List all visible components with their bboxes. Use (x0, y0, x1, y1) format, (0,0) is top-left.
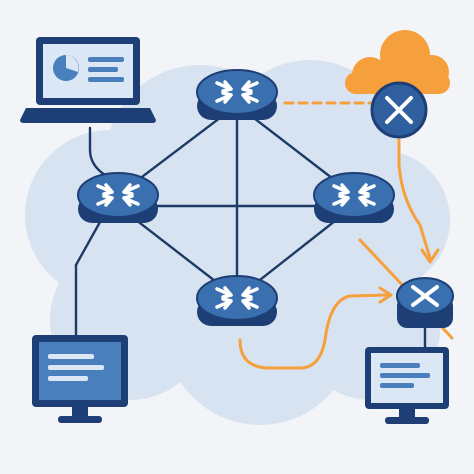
router-icon (77, 172, 159, 223)
router-icon (196, 69, 278, 120)
orange-path-bottom-right (238, 293, 390, 370)
firewall-x-icon (370, 81, 428, 139)
monitor-icon (32, 335, 128, 423)
orange-path-cloud-right (397, 138, 432, 260)
laptop-icon (20, 37, 156, 123)
monitor-icon (365, 347, 449, 424)
firewall-x-icon (396, 277, 454, 328)
link-left-monitor (74, 220, 102, 267)
router-icon (196, 275, 278, 326)
router-icon (313, 172, 395, 223)
cloud-icon (345, 30, 450, 94)
